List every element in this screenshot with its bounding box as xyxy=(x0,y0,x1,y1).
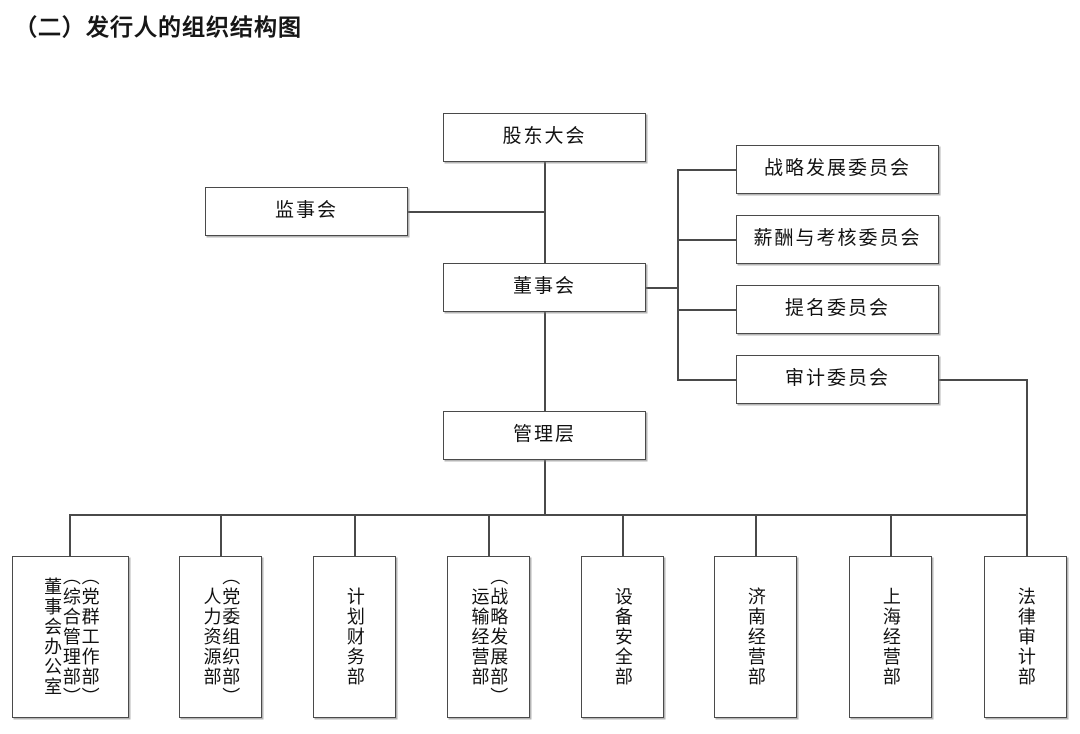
node-board-of-directors[interactable]: 董事会 xyxy=(443,263,646,312)
node-board-of-supervisors[interactable]: 监事会 xyxy=(205,187,408,236)
dept-transport-operations-col2: 运输经营部 xyxy=(469,587,490,687)
connector-audit-committee-down xyxy=(1026,379,1028,515)
drop-line-jinan-operations xyxy=(755,514,757,556)
dept-transport-operations[interactable]: （战略发展部） 运输经营部 xyxy=(447,556,530,718)
node-label-audit-committee: 审计委员会 xyxy=(784,368,890,390)
node-label-nomination-committee: 提名委员会 xyxy=(784,298,890,320)
dept-equipment-safety[interactable]: 设备安全部 xyxy=(581,556,664,718)
node-management[interactable]: 管理层 xyxy=(443,411,646,460)
dept-shanghai-operations[interactable]: 上海经营部 xyxy=(849,556,932,718)
drop-line-board-office xyxy=(69,514,71,556)
connector-management-to-bus xyxy=(544,459,546,515)
dept-board-office[interactable]: （党群工作部） （综合管理部） 董事会办公室 xyxy=(12,556,129,718)
connector-board-to-management xyxy=(544,311,546,411)
drop-line-transport-operations xyxy=(488,514,490,556)
dept-legal-audit[interactable]: 法律审计部 xyxy=(984,556,1067,718)
page-title: （二）发行人的组织结构图 xyxy=(14,15,302,40)
node-label-board: 董事会 xyxy=(512,276,576,298)
dept-jinan-operations[interactable]: 济南经营部 xyxy=(714,556,797,718)
dept-human-resources-col2: 人力资源部 xyxy=(201,587,222,687)
node-label-management: 管理层 xyxy=(512,424,576,446)
dept-board-office-col1: （党群工作部） xyxy=(79,567,100,707)
dept-human-resources[interactable]: （党委组织部） 人力资源部 xyxy=(179,556,262,718)
dept-planning-finance[interactable]: 计划财务部 xyxy=(313,556,396,718)
connector-trunk-to-strategy-committee xyxy=(677,169,737,171)
node-label-strategy-committee: 战略发展委员会 xyxy=(763,158,911,180)
drop-line-equipment-safety xyxy=(622,514,624,556)
connector-board-to-committee-trunk xyxy=(646,287,679,289)
drop-line-legal-audit xyxy=(1026,514,1028,556)
dept-board-office-col3: 董事会办公室 xyxy=(42,577,63,697)
dept-transport-operations-col1: （战略发展部） xyxy=(488,567,509,707)
connector-trunk-to-audit-committee xyxy=(677,379,737,381)
drop-line-human-resources xyxy=(220,514,222,556)
drop-line-shanghai-operations xyxy=(890,514,892,556)
node-audit-committee[interactable]: 审计委员会 xyxy=(736,355,939,404)
drop-line-planning-finance xyxy=(354,514,356,556)
dept-planning-finance-col1: 计划财务部 xyxy=(344,587,365,687)
connector-trunk-to-remuneration-committee xyxy=(677,239,737,241)
node-remuneration-appraisal-committee[interactable]: 薪酬与考核委员会 xyxy=(736,215,939,264)
dept-jinan-operations-col1: 济南经营部 xyxy=(745,587,766,687)
node-strategy-development-committee[interactable]: 战略发展委员会 xyxy=(736,145,939,194)
node-nomination-committee[interactable]: 提名委员会 xyxy=(736,285,939,334)
dept-shanghai-operations-col1: 上海经营部 xyxy=(880,587,901,687)
department-bus-line xyxy=(69,514,1027,516)
dept-board-office-col2: （综合管理部） xyxy=(60,567,81,707)
dept-equipment-safety-col1: 设备安全部 xyxy=(612,587,633,687)
connector-trunk-to-nomination-committee xyxy=(677,309,737,311)
committee-trunk-line xyxy=(677,170,679,380)
connector-shareholders-to-supervisors xyxy=(408,211,546,213)
node-label-supervisors: 监事会 xyxy=(274,200,338,222)
dept-human-resources-col1: （党委组织部） xyxy=(220,567,241,707)
node-shareholders-meeting[interactable]: 股东大会 xyxy=(443,113,646,162)
dept-legal-audit-col1: 法律审计部 xyxy=(1015,587,1036,687)
connector-audit-committee-right xyxy=(938,379,1028,381)
node-label-shareholders: 股东大会 xyxy=(502,126,587,148)
node-label-remuneration-committee: 薪酬与考核委员会 xyxy=(753,228,922,250)
